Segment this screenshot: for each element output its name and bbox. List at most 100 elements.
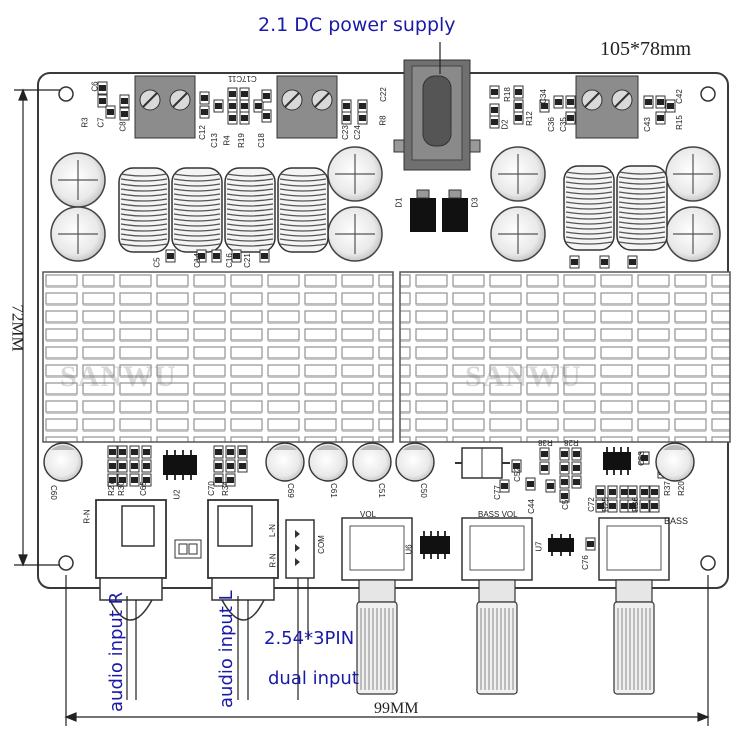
silk-r8: R8 bbox=[378, 115, 388, 126]
smd-part bbox=[141, 445, 152, 459]
audio-input-l-label: audio input L bbox=[216, 590, 237, 708]
smd-part bbox=[237, 445, 248, 459]
electrolytic-cap bbox=[327, 206, 383, 262]
silk-c70: C70 bbox=[206, 481, 216, 496]
silk-r3: R3 bbox=[80, 117, 90, 128]
smd-part bbox=[655, 111, 666, 125]
smd-part bbox=[607, 485, 618, 499]
silk-r15: R15 bbox=[674, 115, 684, 130]
silk-c24: C24 bbox=[352, 125, 362, 140]
smd-part bbox=[211, 249, 222, 263]
smd-part bbox=[571, 461, 582, 475]
smd-part bbox=[489, 103, 500, 117]
audio-jack-l bbox=[207, 499, 279, 621]
smd-part bbox=[489, 85, 500, 99]
silk-c23: C23 bbox=[340, 125, 350, 140]
smd-part bbox=[595, 485, 606, 499]
smd-part bbox=[117, 445, 128, 459]
silk-c50: C50 bbox=[418, 483, 428, 498]
silk-c72: C72 bbox=[586, 497, 596, 512]
inductor bbox=[171, 167, 223, 253]
smd-part bbox=[237, 459, 248, 473]
electrolytic-cap bbox=[50, 152, 106, 208]
mount-hole-bl bbox=[58, 555, 74, 571]
silk-r30: R30 bbox=[116, 481, 126, 496]
smd-part bbox=[213, 473, 224, 487]
smd-part bbox=[559, 461, 570, 475]
silk-u6: U6 bbox=[404, 544, 414, 555]
silk-c8: C8 bbox=[118, 121, 128, 132]
silk-d3: D3 bbox=[470, 197, 480, 208]
inductor bbox=[616, 165, 668, 251]
electrolytic-caps bbox=[50, 146, 721, 262]
electrolytic-cap bbox=[490, 146, 546, 202]
smd-part bbox=[525, 477, 536, 491]
smd-part bbox=[571, 447, 582, 461]
electrolytic-cap bbox=[665, 206, 721, 262]
silk-c17c11: C17C11 bbox=[228, 74, 257, 83]
smd-part bbox=[129, 473, 140, 487]
smd-part bbox=[565, 111, 576, 125]
inductors bbox=[118, 165, 668, 253]
pin-header-3pin bbox=[285, 519, 315, 579]
smd-part bbox=[97, 94, 108, 108]
silk-r20: R20 bbox=[676, 481, 686, 496]
silk-c18: C18 bbox=[256, 133, 266, 148]
watermark-brand-left: SANWU bbox=[60, 360, 177, 393]
small-cap bbox=[265, 442, 305, 482]
smd-part bbox=[499, 479, 510, 493]
silk-c34: C34 bbox=[538, 89, 548, 104]
small-cap bbox=[395, 442, 435, 482]
watermark-brand: SANWU bbox=[465, 360, 582, 393]
silk-c52: C52 bbox=[512, 467, 522, 482]
dimension-72mm bbox=[14, 88, 60, 567]
smd-part bbox=[213, 99, 224, 113]
inductor bbox=[118, 167, 170, 253]
mount-hole-tl bbox=[58, 86, 74, 102]
silk-c43: C43 bbox=[642, 117, 652, 132]
silk-c22: C22 bbox=[378, 87, 388, 102]
silk-r12: R12 bbox=[524, 111, 534, 126]
silk-vol: VOL bbox=[360, 510, 377, 519]
pin-header-label: 2.54*3PIN bbox=[264, 628, 355, 649]
smd-part bbox=[239, 87, 250, 101]
silk-d2: D2 bbox=[500, 119, 510, 130]
power-supply-label: 2.1 DC power supply bbox=[258, 14, 456, 36]
smd-part bbox=[595, 499, 606, 513]
dual-input-label: dual input bbox=[268, 668, 359, 689]
silk-u2: U2 bbox=[172, 489, 182, 500]
smd-part bbox=[213, 445, 224, 459]
smd-part bbox=[559, 489, 570, 503]
silk-com: COM bbox=[316, 535, 326, 554]
dc-jack bbox=[393, 59, 481, 171]
silk-c65: C65 bbox=[138, 481, 148, 496]
smd-part bbox=[129, 445, 140, 459]
smd-part bbox=[511, 459, 522, 473]
silk-c21: C21 bbox=[242, 253, 252, 268]
ic-u7 bbox=[548, 534, 574, 556]
smd-part bbox=[231, 249, 242, 263]
smd-part bbox=[253, 99, 264, 113]
smd-part bbox=[105, 105, 116, 119]
leader-lines bbox=[126, 42, 441, 700]
inductor bbox=[563, 165, 615, 251]
smd-part bbox=[559, 475, 570, 489]
silk-c5: C5 bbox=[152, 257, 162, 268]
smd-part bbox=[261, 109, 272, 123]
smd-part bbox=[545, 479, 556, 493]
smd-part bbox=[655, 95, 666, 109]
smd-part bbox=[119, 107, 130, 121]
silk-c60: C60 bbox=[48, 485, 58, 500]
smd-part bbox=[97, 81, 108, 95]
height-dimension-label: 72MM bbox=[8, 304, 28, 352]
smd-part bbox=[489, 115, 500, 129]
smd-part bbox=[553, 95, 564, 109]
potentiometers bbox=[341, 517, 670, 695]
smd-part bbox=[225, 473, 236, 487]
diode-d1 bbox=[410, 198, 436, 232]
smd-part bbox=[225, 445, 236, 459]
silk-c7: C7 bbox=[96, 117, 106, 128]
smd-part bbox=[627, 255, 638, 269]
smd-part bbox=[239, 111, 250, 125]
